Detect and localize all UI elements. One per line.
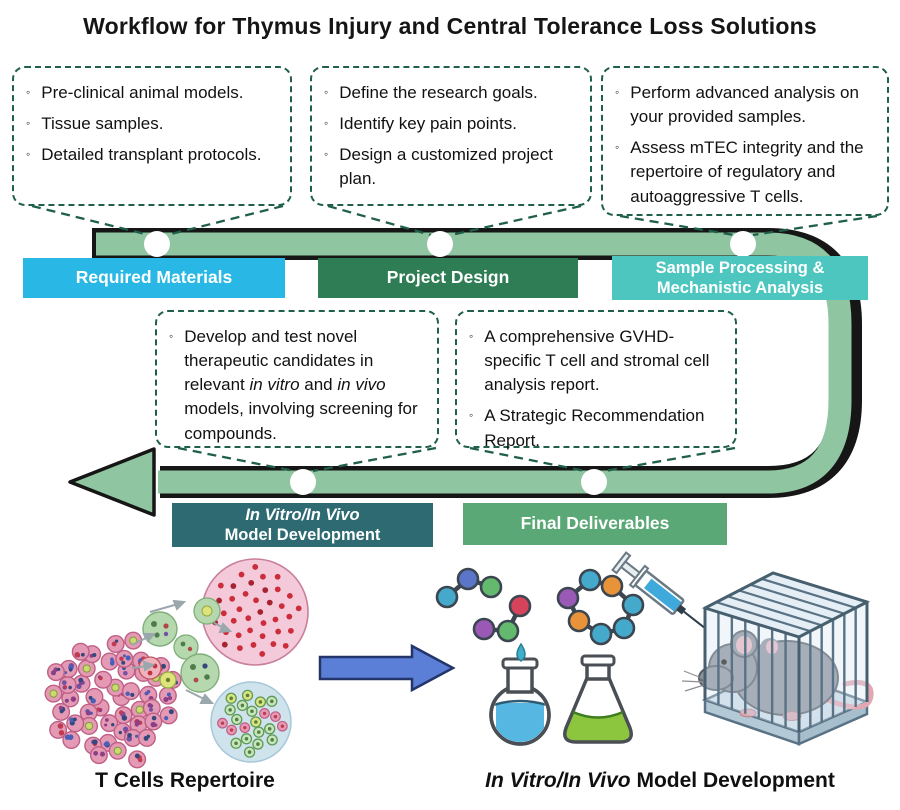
list-item: ◦ Develop and test novel therapeutic can… (169, 325, 429, 446)
bullet-text: Perform advanced analysis on your provid… (630, 83, 859, 127)
bullet-text: Assess mTEC integrity and the repertoire… (630, 138, 864, 206)
bullet-text: Pre-clinical animal models. (41, 83, 244, 102)
bullet-icon: ◦ (615, 85, 620, 99)
list-item: ◦ Pre-clinical animal models. (26, 81, 282, 105)
stage-label-text: Project Design (386, 267, 510, 288)
stage-label-text: In Vitro/In Vivo (245, 505, 360, 524)
stage-label-text: Required Materials (75, 267, 233, 288)
bullet-icon: ◦ (469, 408, 474, 423)
drop-icon (516, 642, 526, 662)
bullet-text: Design a customized project plan. (339, 145, 553, 189)
stage-label-model-development: In Vitro/In Vivo Model Development (172, 503, 433, 547)
bullet-icon: ◦ (324, 116, 329, 131)
list-item: ◦ Tissue samples. (26, 112, 282, 136)
bullet-list: ◦ Define the research goals. ◦ Identify ke… (320, 81, 582, 192)
stage-label-text: Model Development (224, 526, 381, 544)
callout-model-development: ◦ Develop and test novel therapeutic can… (155, 310, 439, 448)
workflow-arrow (68, 228, 862, 517)
mediator-cells (138, 597, 221, 693)
bullet-icon: ◦ (615, 140, 620, 155)
bullet-list: ◦ Pre-clinical animal models. ◦ Tissue sam… (22, 81, 282, 167)
bullet-text: A comprehensive GVHD-specific T cell and… (484, 327, 710, 395)
bullet-icon: ◦ (324, 147, 329, 162)
bullet-icon: ◦ (324, 85, 329, 99)
bullet-icon: ◦ (469, 329, 474, 343)
bullet-text: Define the research goals. (339, 83, 538, 102)
syringe-illustration (611, 551, 706, 629)
list-item: ◦ Perform advanced analysis on your provi… (615, 81, 879, 129)
stage-label-text: Mechanistic Analysis (656, 279, 824, 297)
workflow-node-circles (144, 231, 756, 495)
lab-flasks-illustration (489, 642, 633, 746)
bullet-list: ◦ Perform advanced analysis on your provi… (611, 81, 879, 209)
bullet-icon: ◦ (26, 85, 31, 99)
caption-italic-part: In Vitro/In Vivo (485, 769, 631, 792)
list-item: ◦ Identify key pain points. (324, 112, 582, 136)
bullet-list: ◦ Develop and test novel therapeutic can… (165, 325, 429, 446)
mouse-in-cage-illustration (681, 571, 874, 746)
caption-t-cells: T Cells Repertoire (95, 769, 275, 792)
stage-label-sample-processing: Sample Processing & Mechanistic Analysis (612, 256, 868, 300)
list-item: ◦ Detailed transplant protocols. (26, 143, 282, 167)
stage-label-text: Sample Processing & (655, 258, 825, 277)
bullet-text: Identify key pain points. (339, 114, 517, 134)
stage-label-project-design: Project Design (318, 258, 578, 298)
caption-model-development: In Vitro/In Vivo Model Development (420, 769, 900, 793)
stage-label-required-materials: Required Materials (23, 258, 285, 298)
caption-rest-part: Model Development (630, 769, 835, 792)
arrowhead-icon (68, 447, 156, 517)
bullet-icon: ◦ (26, 116, 31, 131)
t-cells-repertoire-illustration (44, 558, 309, 769)
callout-project-design: ◦ Define the research goals. ◦ Identify ke… (310, 66, 592, 206)
bullet-text: A Strategic Recommendation Report. (484, 406, 705, 450)
molecules-illustration (435, 567, 645, 646)
stage-label-final-deliverables: Final Deliverables (463, 503, 727, 545)
bullet-list: ◦ A comprehensive GVHD-specific T cell an… (465, 325, 727, 453)
bullet-text: Tissue samples. (41, 114, 164, 134)
bullet-text: Detailed transplant protocols. (41, 145, 262, 165)
bullet-icon: ◦ (26, 147, 31, 162)
list-item: ◦ Design a customized project plan. (324, 143, 582, 191)
list-item: ◦ A Strategic Recommendation Report. (469, 404, 727, 452)
bullet-icon: ◦ (169, 329, 174, 343)
cell-flow-arrows (131, 599, 233, 704)
list-item: ◦ Define the research goals. (324, 81, 582, 105)
bullet-text: Develop and test novel therapeutic candi… (184, 327, 418, 443)
list-item: ◦ A comprehensive GVHD-specific T cell an… (469, 325, 727, 397)
page-title: Workflow for Thymus Injury and Central T… (83, 13, 817, 39)
stage-label-text: Final Deliverables (520, 513, 670, 534)
callout-tails (31, 204, 878, 473)
right-arrow-icon (318, 643, 456, 693)
list-item: ◦ Assess mTEC integrity and the repertoir… (615, 136, 879, 208)
callout-required-materials: ◦ Pre-clinical animal models. ◦ Tissue sam… (12, 66, 292, 206)
callout-final-deliverables: ◦ A comprehensive GVHD-specific T cell an… (455, 310, 737, 450)
callout-sample-processing: ◦ Perform advanced analysis on your provi… (601, 66, 889, 216)
